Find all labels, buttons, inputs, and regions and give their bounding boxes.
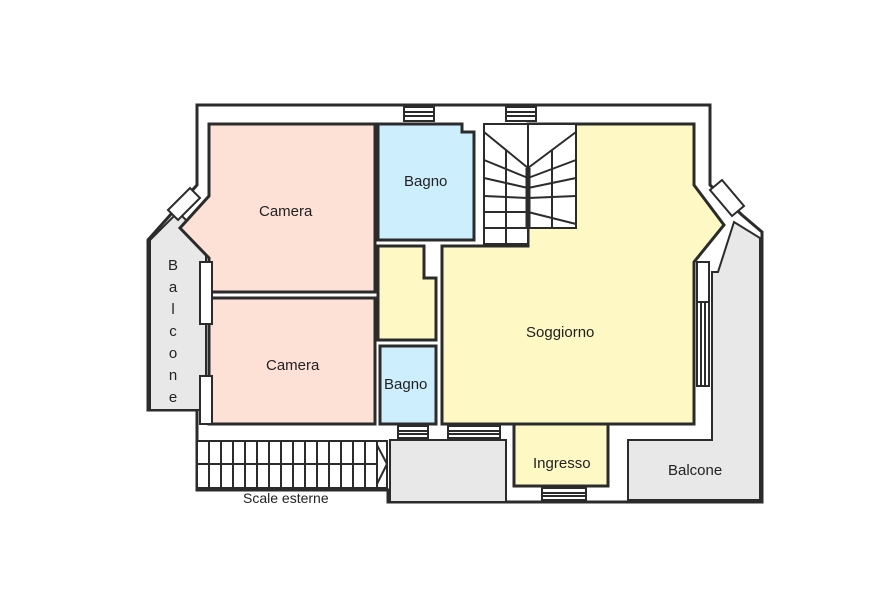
balcone-left-label: B a l c o n e: [163, 255, 183, 409]
soggiorno-label: Soggiorno: [526, 324, 595, 341]
bagno-2-label: Bagno: [384, 376, 428, 393]
bagno-1-area: [376, 122, 476, 242]
balcone-left-letter: l: [171, 301, 175, 318]
balcone-left-letter: a: [168, 279, 178, 296]
bagno-2-area: [378, 344, 438, 426]
balcone-left-letter: c: [169, 323, 177, 340]
balcone-left-letter: n: [168, 367, 178, 384]
balcone-left-letter: B: [167, 257, 178, 274]
camera-2-label: Camera: [266, 357, 320, 374]
balcone-left-letter: o: [168, 345, 178, 362]
camera-1-label: Camera: [259, 203, 313, 220]
external-stairs-label: Scale esterne: [243, 490, 329, 506]
soggiorno-area: [440, 122, 726, 426]
balcone-right-area: [627, 220, 761, 501]
ingresso-label: Ingresso: [533, 455, 591, 472]
balcone-right-label: Balcone: [668, 462, 723, 479]
disimpegno-area: [376, 244, 438, 342]
ingresso-area: [512, 422, 610, 488]
external-stairs: [196, 440, 388, 489]
balcone-left-letter: e: [168, 389, 178, 406]
camera-2-area: [207, 296, 377, 426]
windows: [166, 106, 746, 501]
door-jambs: [199, 261, 710, 425]
internal-stairs: [483, 123, 577, 245]
landing-area: [389, 439, 507, 503]
bagno-1-label: Bagno: [404, 173, 448, 190]
